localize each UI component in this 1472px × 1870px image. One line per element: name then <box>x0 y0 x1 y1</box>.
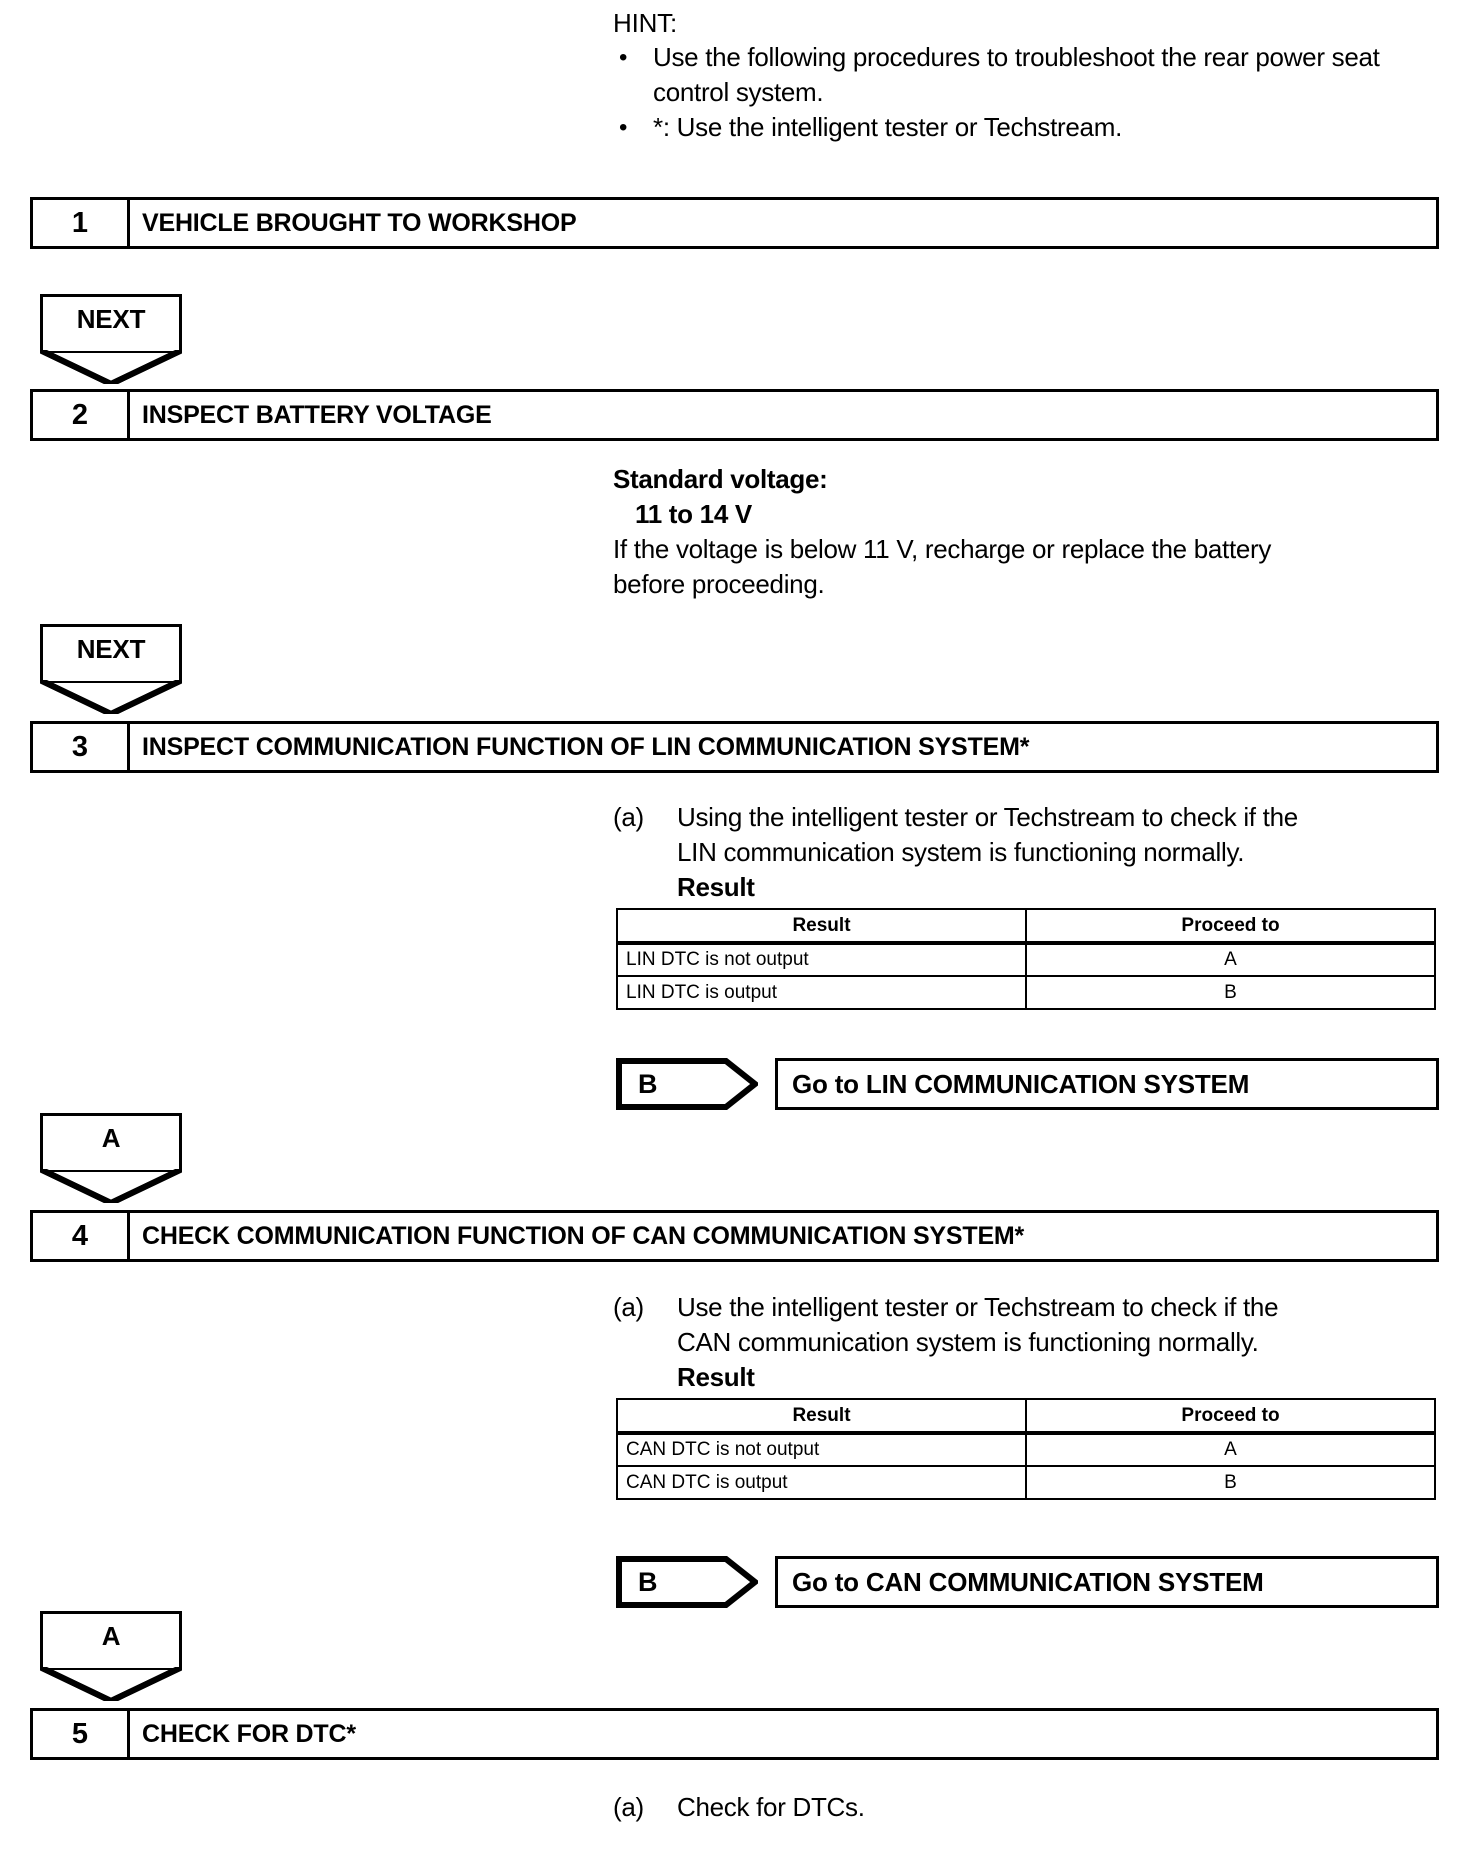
step-4-body: (a) Use the intelligent tester or Techst… <box>613 1290 1423 1395</box>
result-label-row: Result <box>613 870 1423 905</box>
step-3-body: (a) Using the intelligent tester or Tech… <box>613 800 1423 905</box>
branch-label: B <box>638 1069 658 1099</box>
result-table-step-4: Result Proceed to CAN DTC is not output … <box>616 1398 1436 1500</box>
result-label: Result <box>677 1362 755 1392</box>
arrow-down-icon <box>40 680 182 714</box>
goto-box-step-4: Go to CAN COMMUNICATION SYSTEM <box>775 1556 1439 1608</box>
step-box-5: 5 CHECK FOR DTC* <box>30 1708 1439 1760</box>
connector-label: NEXT <box>76 304 146 334</box>
voltage-note-line-2: before proceeding. <box>613 569 825 599</box>
procedure-text-line-1: Use the intelligent tester or Techstream… <box>677 1292 1279 1322</box>
connector-next-2: NEXT <box>40 624 182 714</box>
procedure-item-cont: CAN communication system is functioning … <box>613 1325 1423 1360</box>
procedure-text-line-2: CAN communication system is functioning … <box>677 1327 1259 1357</box>
arrow-down-icon <box>40 1667 182 1701</box>
step-title: CHECK FOR DTC* <box>142 1719 356 1748</box>
table-header-row: Result Proceed to <box>616 1398 1436 1435</box>
goto-target-label: Go to LIN COMMUNICATION SYSTEM <box>792 1068 1250 1099</box>
step-number: 1 <box>33 200 130 246</box>
result-table-step-3: Result Proceed to LIN DTC is not output … <box>616 908 1436 1010</box>
goto-box-step-3: Go to LIN COMMUNICATION SYSTEM <box>775 1058 1439 1110</box>
column-header-proceed-to: Proceed to <box>1025 1398 1436 1435</box>
bullet-icon: • <box>619 44 628 71</box>
step-title: CHECK COMMUNICATION FUNCTION OF CAN COMM… <box>142 1221 1025 1250</box>
cell-result: CAN DTC is not output <box>616 1432 1027 1467</box>
step-box-3: 3 INSPECT COMMUNICATION FUNCTION OF LIN … <box>30 721 1439 773</box>
step-title: INSPECT BATTERY VOLTAGE <box>142 400 492 429</box>
cell-result: LIN DTC is output <box>616 975 1027 1010</box>
cell-result: CAN DTC is output <box>616 1465 1027 1500</box>
step-number: 2 <box>33 392 130 438</box>
arrow-down-icon <box>40 1169 182 1203</box>
table-row: CAN DTC is output B <box>616 1465 1436 1500</box>
step-title: VEHICLE BROUGHT TO WORKSHOP <box>142 208 577 237</box>
step-number: 4 <box>33 1213 130 1259</box>
connector-label: A <box>101 1621 121 1651</box>
step-title: INSPECT COMMUNICATION FUNCTION OF LIN CO… <box>142 732 1030 761</box>
procedure-mark-spacer <box>613 870 677 905</box>
procedure-mark: (a) <box>613 1792 644 1822</box>
procedure-text-line-2: LIN communication system is functioning … <box>677 837 1245 867</box>
step-number: 3 <box>33 724 130 770</box>
column-header-result: Result <box>616 1398 1027 1435</box>
procedure-mark: (a) <box>613 1292 644 1322</box>
connector-a-1: A <box>40 1113 182 1203</box>
hint-item-text: *: Use the intelligent tester or Techstr… <box>653 112 1122 142</box>
procedure-item-cont: LIN communication system is functioning … <box>613 835 1423 870</box>
connector-label: A <box>101 1123 121 1153</box>
step-2-body: Standard voltage: 11 to 14 V If the volt… <box>613 462 1423 602</box>
cell-proceed-to: B <box>1025 975 1436 1010</box>
procedure-mark-spacer <box>613 835 677 870</box>
hint-item-text: Use the following procedures to troubles… <box>653 42 1380 107</box>
hint-title: HINT: <box>613 8 678 38</box>
arrow-right-icon <box>616 1058 758 1110</box>
step-number: 5 <box>33 1711 130 1757</box>
branch-connector-b-step-4: B <box>616 1556 758 1608</box>
procedure-text-line-1: Using the intelligent tester or Techstre… <box>677 802 1298 832</box>
voltage-note-line-1: If the voltage is below 11 V, recharge o… <box>613 534 1272 564</box>
column-header-result: Result <box>616 908 1027 945</box>
procedure-text-line-1: Check for DTCs. <box>677 1792 865 1822</box>
hint-list-item: • Use the following procedures to troubl… <box>613 40 1413 110</box>
result-label: Result <box>677 872 755 902</box>
procedure-item: (a) Use the intelligent tester or Techst… <box>613 1290 1423 1325</box>
connector-a-2: A <box>40 1611 182 1701</box>
step-box-2: 2 INSPECT BATTERY VOLTAGE <box>30 389 1439 441</box>
table-row: LIN DTC is output B <box>616 975 1436 1010</box>
table-row: CAN DTC is not output A <box>616 1432 1436 1467</box>
column-header-proceed-to: Proceed to <box>1025 908 1436 945</box>
connector-label: NEXT <box>76 634 146 664</box>
table-header-row: Result Proceed to <box>616 908 1436 945</box>
branch-connector-b-step-3: B <box>616 1058 758 1110</box>
connector-next-1: NEXT <box>40 294 182 384</box>
bullet-icon: • <box>619 114 628 141</box>
cell-result: LIN DTC is not output <box>616 942 1027 977</box>
standard-voltage-value: 11 to 14 V <box>635 499 752 529</box>
branch-label: B <box>638 1567 658 1597</box>
step-box-4: 4 CHECK COMMUNICATION FUNCTION OF CAN CO… <box>30 1210 1439 1262</box>
cell-proceed-to: A <box>1025 942 1436 977</box>
goto-target-label: Go to CAN COMMUNICATION SYSTEM <box>792 1566 1264 1597</box>
hint-block: HINT: • Use the following procedures to … <box>613 6 1413 145</box>
procedure-mark-spacer <box>613 1325 677 1360</box>
step-box-1: 1 VEHICLE BROUGHT TO WORKSHOP <box>30 197 1439 249</box>
procedure-mark: (a) <box>613 802 644 832</box>
table-row: LIN DTC is not output A <box>616 942 1436 977</box>
result-label-row: Result <box>613 1360 1423 1395</box>
step-5-body: (a) Check for DTCs. <box>613 1790 1423 1825</box>
hint-list: • Use the following procedures to troubl… <box>613 40 1413 145</box>
procedure-item: (a) Check for DTCs. <box>613 1790 1423 1825</box>
procedure-mark-spacer <box>613 1360 677 1395</box>
cell-proceed-to: A <box>1025 1432 1436 1467</box>
arrow-right-icon <box>616 1556 758 1608</box>
arrow-down-icon <box>40 350 182 384</box>
procedure-item: (a) Using the intelligent tester or Tech… <box>613 800 1423 835</box>
hint-list-item: • *: Use the intelligent tester or Techs… <box>613 110 1413 145</box>
cell-proceed-to: B <box>1025 1465 1436 1500</box>
standard-voltage-heading: Standard voltage: <box>613 464 828 494</box>
